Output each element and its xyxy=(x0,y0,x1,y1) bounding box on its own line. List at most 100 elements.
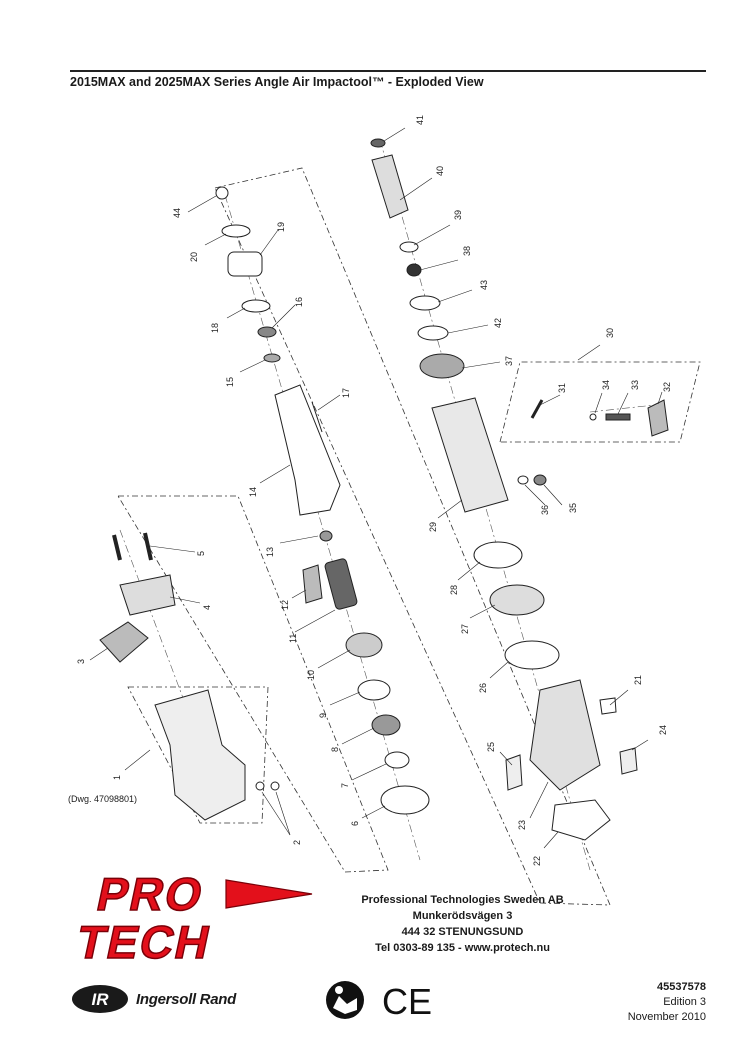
callout-43: 43 xyxy=(479,280,489,290)
part-24 xyxy=(619,747,638,775)
frame-head xyxy=(127,686,269,824)
part-38 xyxy=(406,263,422,277)
callout-20: 20 xyxy=(189,252,199,262)
part-9 xyxy=(357,679,391,701)
callout-22: 22 xyxy=(532,856,542,866)
part-15 xyxy=(263,353,281,363)
compliance-marks: CE xyxy=(326,981,432,1022)
part-2a xyxy=(255,781,265,791)
part-2b xyxy=(270,781,280,791)
callout-6: 6 xyxy=(350,821,360,826)
callout-15: 15 xyxy=(225,377,235,387)
callout-7: 7 xyxy=(340,783,350,788)
part-36 xyxy=(517,475,529,485)
protech-line2: TECH xyxy=(74,916,216,966)
part-44 xyxy=(215,186,229,200)
ir-mark-icon: IR xyxy=(72,985,128,1013)
part-33 xyxy=(605,413,631,421)
callout-37: 37 xyxy=(504,356,514,366)
callout-5: 5 xyxy=(196,551,206,556)
protech-logo: PRO TECH xyxy=(74,868,313,966)
part-31 xyxy=(530,399,544,419)
part-18 xyxy=(241,299,271,313)
callout-16: 16 xyxy=(294,297,304,307)
part-5a xyxy=(112,534,122,561)
ir-name: Ingersoll Rand xyxy=(136,990,236,1008)
part-35 xyxy=(533,474,547,486)
document-number: 45537578 xyxy=(657,981,706,993)
part-7 xyxy=(384,751,410,769)
part-28 xyxy=(473,541,523,569)
document-info: 45537578 Edition 3 November 2010 xyxy=(628,980,706,1025)
callout-23: 23 xyxy=(517,820,527,830)
protech-arrow xyxy=(225,879,313,909)
part-1 xyxy=(154,689,246,821)
part-43 xyxy=(409,295,441,311)
frame-trigger xyxy=(499,361,701,443)
callout-10: 10 xyxy=(306,670,316,680)
callout-26: 26 xyxy=(478,683,488,693)
callout-40: 40 xyxy=(435,166,445,176)
callout-19: 19 xyxy=(276,222,286,232)
part-8 xyxy=(371,714,401,736)
callout-4: 4 xyxy=(202,605,212,610)
callout-35: 35 xyxy=(568,503,578,513)
frame-main xyxy=(214,167,611,906)
header-rule xyxy=(70,70,706,72)
page-title: 2015MAX and 2025MAX Series Angle Air Imp… xyxy=(70,75,484,89)
callout-9: 9 xyxy=(318,713,328,718)
part-42 xyxy=(417,325,449,341)
part-6 xyxy=(380,785,430,815)
callout-39: 39 xyxy=(453,210,463,220)
callout-32: 32 xyxy=(662,382,672,392)
part-13 xyxy=(319,530,333,542)
callout-36: 36 xyxy=(540,505,550,515)
callout-29: 29 xyxy=(428,522,438,532)
company-name: Professional Technologies Sweden AB xyxy=(361,894,564,906)
ingersoll-rand-logo: IR Ingersoll Rand xyxy=(70,983,236,1015)
callout-34: 34 xyxy=(601,380,611,390)
part-40 xyxy=(371,154,409,219)
callout-44: 44 xyxy=(172,208,182,218)
callout-25: 25 xyxy=(486,742,496,752)
callout-12: 12 xyxy=(280,600,290,610)
part-23 xyxy=(529,679,601,791)
company-contact: Tel 0303-89 135 - www.protech.nu xyxy=(375,942,550,954)
part-4 xyxy=(119,574,176,616)
callout-41: 41 xyxy=(415,115,425,125)
part-12 xyxy=(302,564,323,604)
callout-3: 3 xyxy=(76,659,86,664)
callout-33: 33 xyxy=(630,380,640,390)
document-edition: Edition 3 xyxy=(663,996,706,1008)
part-21 xyxy=(599,697,617,715)
callout-38: 38 xyxy=(462,246,472,256)
part-16 xyxy=(257,326,277,338)
callout-31: 31 xyxy=(557,383,567,393)
part-39 xyxy=(399,241,419,253)
part-5b xyxy=(143,532,153,561)
ir-mark: IR xyxy=(92,990,110,1009)
part-25 xyxy=(505,754,523,791)
part-22 xyxy=(551,799,611,841)
part-37 xyxy=(419,353,465,379)
part-17 xyxy=(311,401,323,433)
part-14 xyxy=(274,384,341,516)
callout-13: 13 xyxy=(265,547,275,557)
callout-21: 21 xyxy=(633,675,643,685)
drawing-reference: (Dwg. 47098801) xyxy=(68,794,138,804)
part-20 xyxy=(221,224,251,238)
ce-mark: CE xyxy=(382,981,432,1022)
part-34 xyxy=(589,413,597,421)
callout-42: 42 xyxy=(493,318,503,328)
company-street: Munkerödsvägen 3 xyxy=(412,910,513,922)
callout-1: 1 xyxy=(112,775,122,780)
company-address: Professional Technologies Sweden AB Munk… xyxy=(325,892,600,956)
callout-24: 24 xyxy=(658,725,668,735)
callout-11: 11 xyxy=(288,634,298,643)
part-27 xyxy=(489,584,545,616)
callout-2: 2 xyxy=(292,840,302,845)
company-city: 444 32 STENUNGSUND xyxy=(401,926,524,938)
callout-28: 28 xyxy=(449,585,459,595)
document-date: November 2010 xyxy=(627,1011,706,1023)
